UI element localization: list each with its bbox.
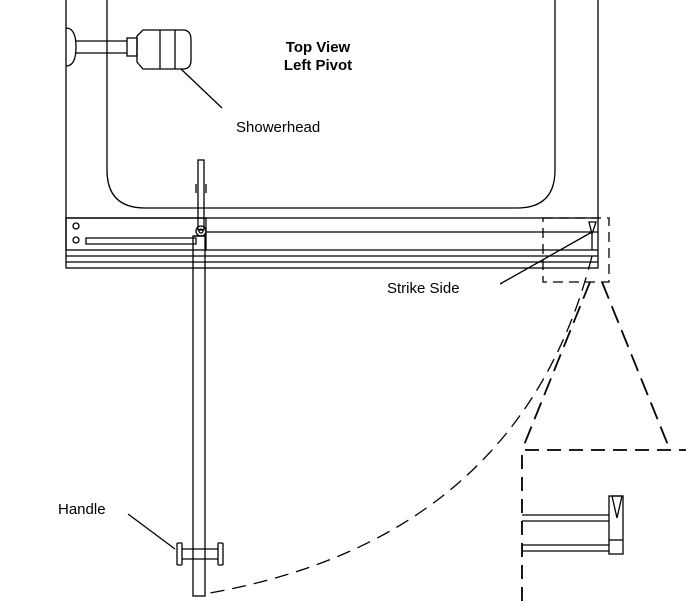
showerhead-fixture xyxy=(65,27,223,109)
diagram-title-line1: Top View xyxy=(286,39,351,56)
detail-box xyxy=(521,449,686,601)
door-swing-arc xyxy=(203,255,593,595)
diagram-title-line2: Left Pivot xyxy=(284,57,352,74)
door-panel xyxy=(192,159,206,597)
shower-basin xyxy=(106,0,556,209)
showerhead-label: Showerhead xyxy=(236,119,320,136)
strike-callout-box xyxy=(542,217,610,283)
door-frame-rail xyxy=(65,217,599,269)
strike-side-label: Strike Side xyxy=(387,280,460,297)
enclosure-outline xyxy=(65,0,599,218)
handle-label: Handle xyxy=(58,501,106,518)
door-handle xyxy=(127,513,224,566)
strike-fitting xyxy=(499,221,597,285)
detail-leader xyxy=(521,281,671,451)
